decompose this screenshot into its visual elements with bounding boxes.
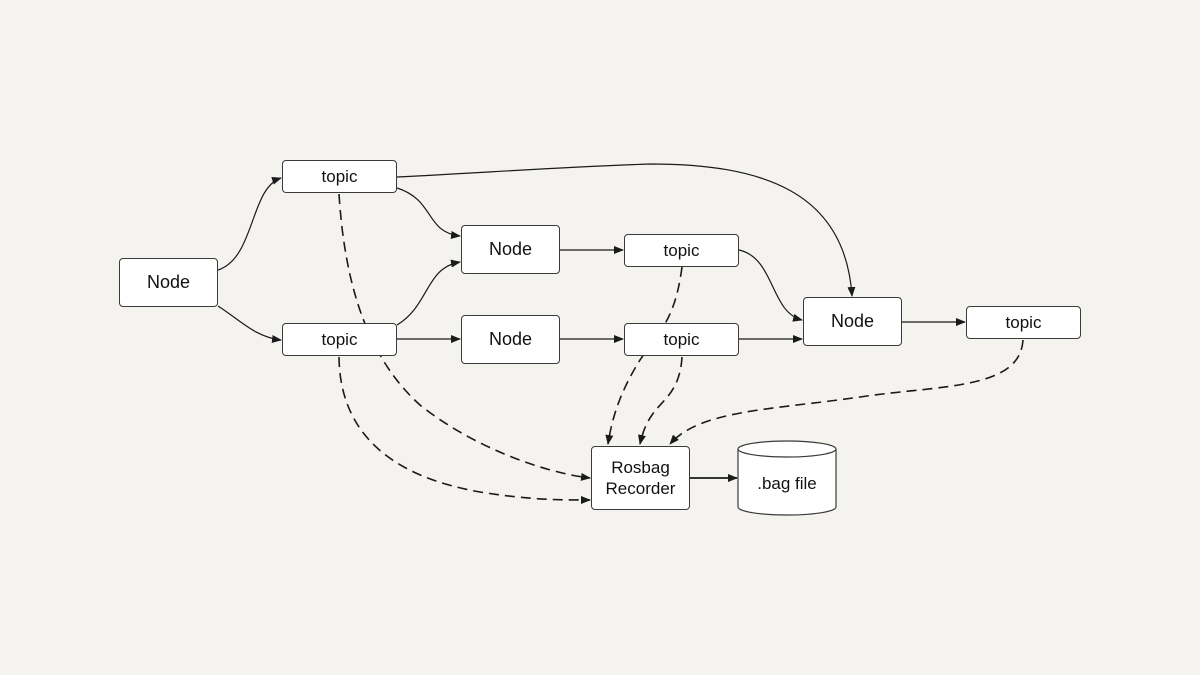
topic-right: topic xyxy=(966,306,1081,339)
edge-node-to-topic-top-left xyxy=(217,176,282,271)
edge-topic-top-left-to-node-middle-top xyxy=(396,187,461,239)
dashed-topic-middle-top-to-recorder xyxy=(605,266,683,445)
topic-middle-top: topic xyxy=(624,234,739,267)
edge-topic-middle-top-to-node-right xyxy=(738,249,803,322)
recorder-label-line1: Rosbag xyxy=(611,458,670,477)
node-right: Node xyxy=(803,297,902,346)
dashed-topic-middle-bottom-to-recorder xyxy=(638,356,683,445)
bag-file-cylinder-icon xyxy=(737,440,837,516)
edge-topic-top-left-to-node-right xyxy=(396,163,856,297)
bag-file-label: .bag file xyxy=(757,474,817,493)
topic-top-left: topic xyxy=(282,160,397,193)
dashed-topic-top-left-to-recorder xyxy=(338,193,591,481)
rosbag-recorder: Rosbag Recorder xyxy=(591,446,690,510)
edge-node-to-topic-bottom-left xyxy=(217,305,282,343)
topic-bottom-left: topic xyxy=(282,323,397,356)
node-middle-top: Node xyxy=(461,225,560,274)
topic-middle-bottom: topic xyxy=(624,323,739,356)
edge-topic-bottom-left-to-node-middle-top xyxy=(396,259,461,326)
node-source: Node xyxy=(119,258,218,307)
recorder-label-line2: Recorder xyxy=(605,479,676,498)
node-middle-bottom: Node xyxy=(461,315,560,364)
dashed-topic-right-to-recorder xyxy=(669,339,1024,445)
dashed-topic-bottom-left-to-recorder xyxy=(338,356,591,504)
